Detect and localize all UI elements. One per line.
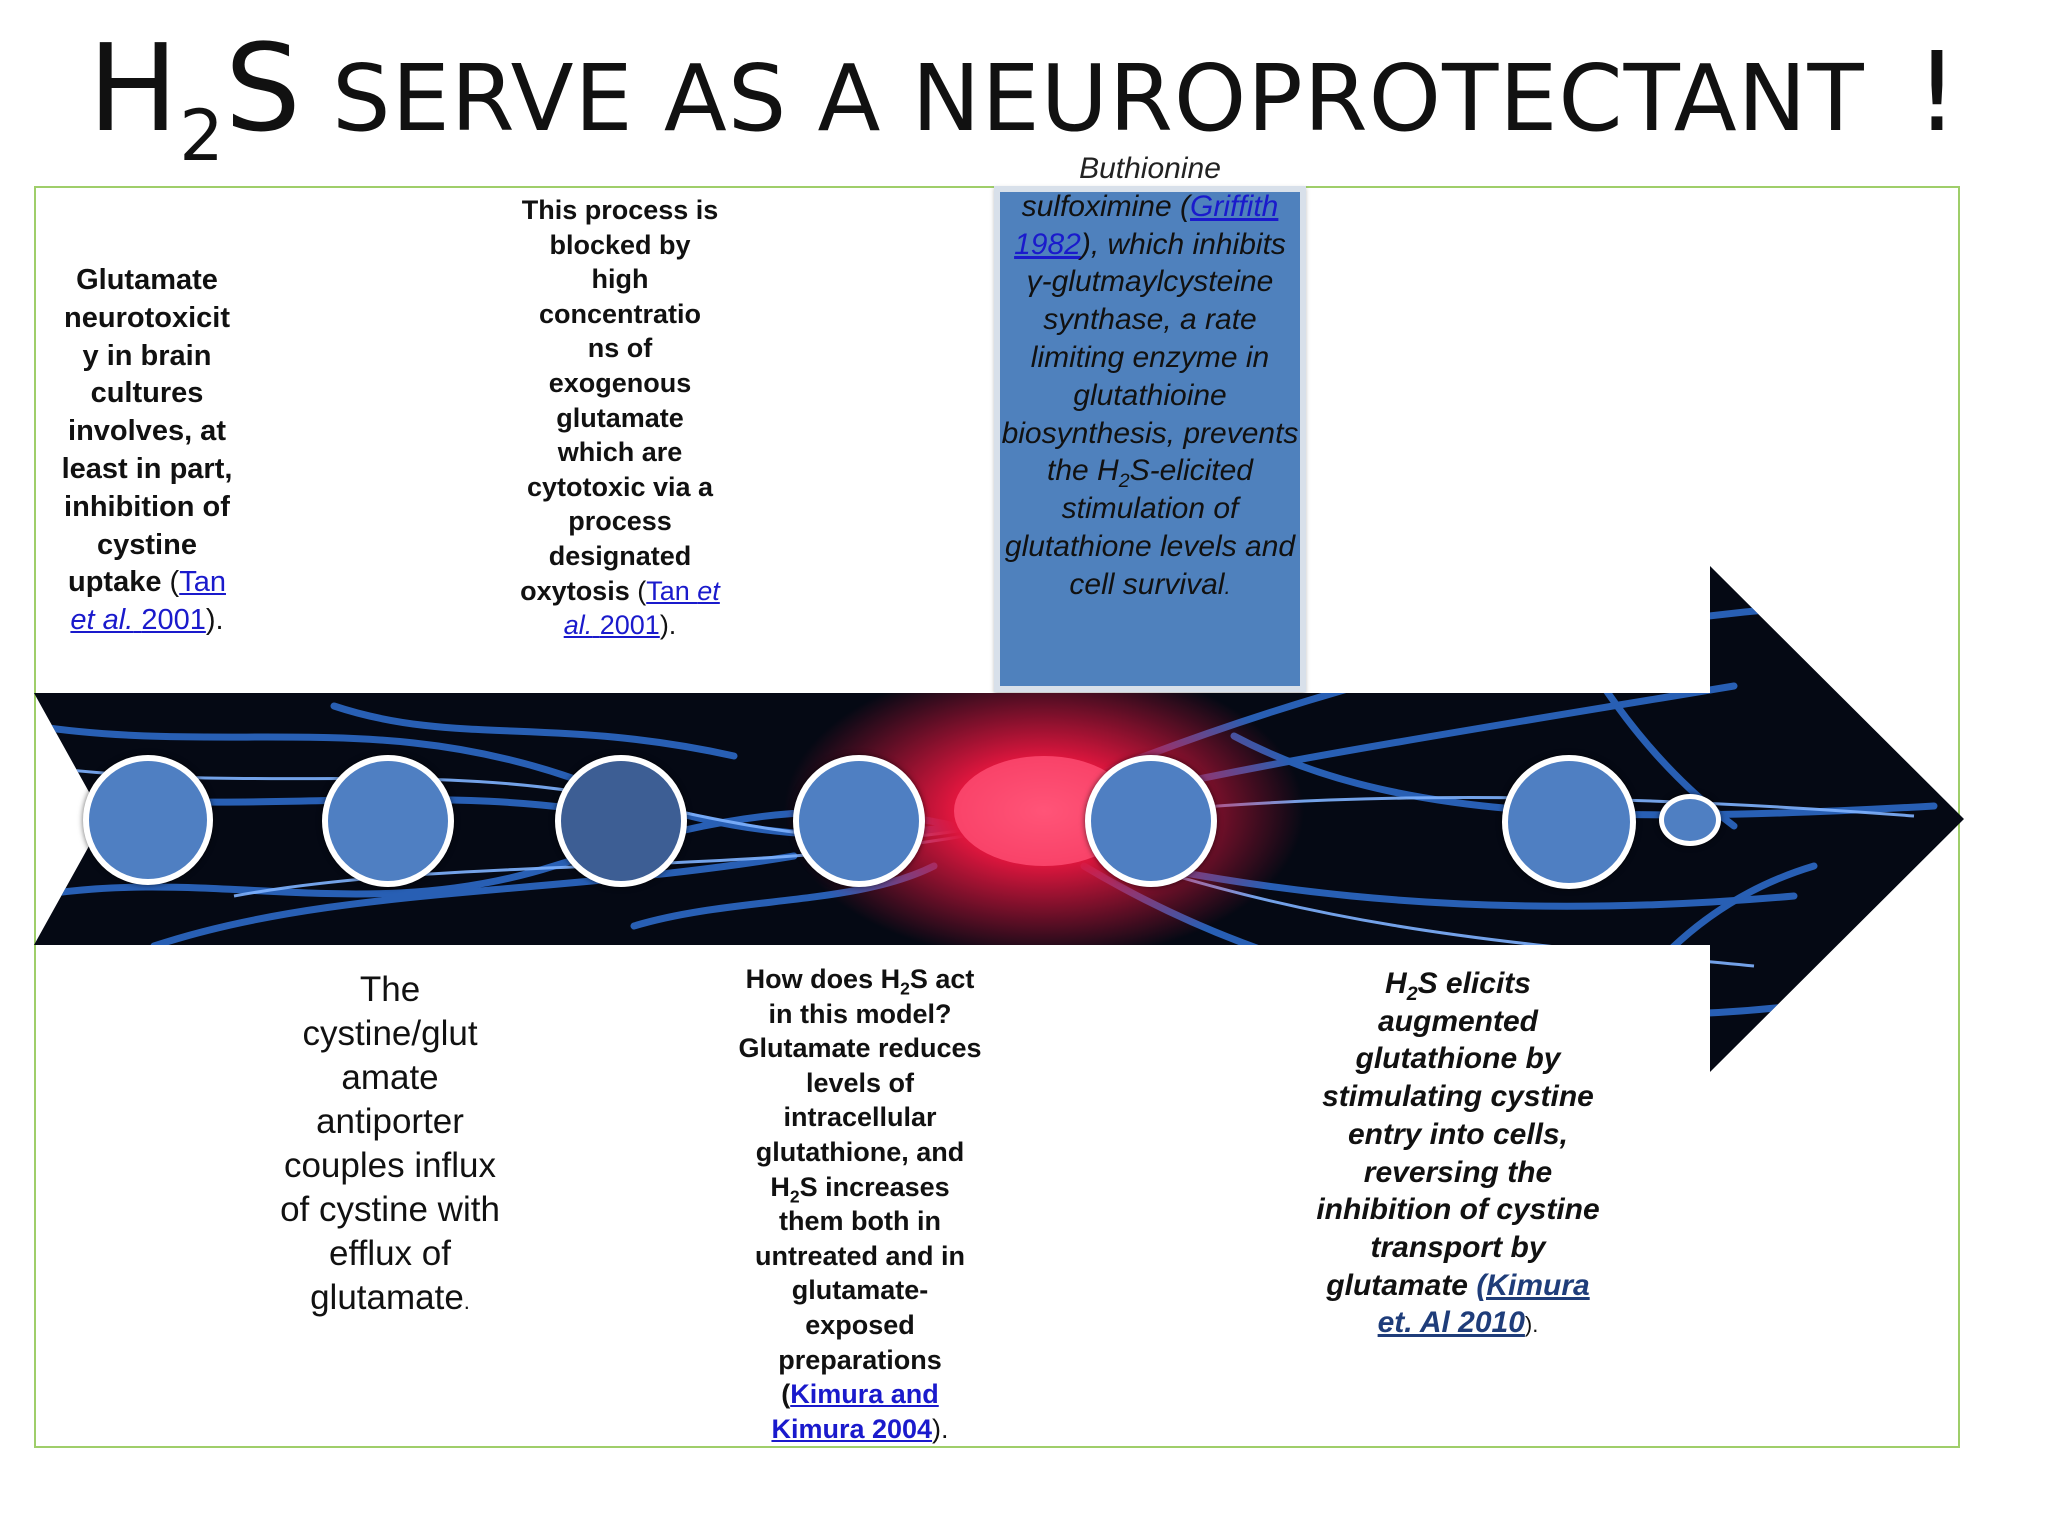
box6-dot: . — [1224, 573, 1231, 599]
box2-close: ). — [659, 610, 677, 641]
text-box-h2s-elicits: H2S elicits augmented glutathione by sti… — [1310, 965, 1606, 1344]
box6-text: ), which inhibits γ-glutmaylcysteine syn… — [1001, 227, 1299, 488]
box2-open: ( — [637, 575, 647, 606]
box1-open: ( — [169, 566, 180, 599]
box1-text: Glutamate neurotoxicit y in brain cultur… — [61, 264, 233, 599]
box1-cite-year: 2001 — [141, 604, 206, 637]
timeline-node-1 — [83, 755, 213, 885]
box2-cite-etal: et al. — [563, 575, 720, 641]
box1-cite-author: Tan — [179, 566, 226, 599]
box1-close: ). — [205, 604, 224, 637]
box6-text-end: S-elicited stimulation of glutathione le… — [1004, 454, 1296, 601]
box6-citation-link[interactable]: Griffith 1982 — [1014, 189, 1279, 261]
title-text: SERVE AS A NEUROPROTECTANT — [301, 45, 1895, 152]
box5-close: ). — [1524, 1312, 1539, 1338]
box4-open: ( — [781, 1379, 791, 1410]
box1-citation-link[interactable]: Tan et al. 2001 — [70, 566, 226, 636]
title-exclamation: ! — [1914, 28, 1961, 156]
highlight-box — [994, 186, 1306, 692]
box5-sub: 2 — [1406, 983, 1418, 1005]
box5-citation-link[interactable]: (Kimura et. Al 2010 — [1377, 1268, 1590, 1340]
box2-cite-author: Tan — [646, 575, 698, 606]
slide-title: H2S SERVE AS A NEUROPROTECTANT ! — [0, 28, 2048, 172]
box5-text: S elicits augmented glutathione by stimu… — [1316, 967, 1600, 1302]
box4-q2: S act in this model? Glutamate reduces l… — [738, 964, 982, 1202]
text-box-buthionine: Buthionine sulfoximine (Griffith 1982), … — [1000, 150, 1300, 606]
timeline-node-6 — [1502, 755, 1636, 889]
title-h: H — [87, 20, 180, 159]
timeline-node-2 — [322, 755, 454, 887]
box2-cite-year: 2001 — [599, 610, 660, 641]
box4-sub1: 2 — [900, 978, 910, 999]
box6-first-line: Buthionine — [1079, 152, 1221, 185]
box6-second-line: sulfoximine — [1021, 189, 1172, 223]
box3-text: The cystine/glut amate antiporter couple… — [280, 970, 500, 1317]
box6-open: ( — [1180, 189, 1191, 223]
title-subscript: 2 — [179, 95, 225, 177]
box4-q3: S increases them both in untreated and i… — [754, 1171, 965, 1375]
text-box-how-does-h2s-act: How does H2S act in this model? Glutamat… — [738, 962, 982, 1446]
timeline-node-3 — [555, 755, 687, 887]
box4-sub2: 2 — [789, 1185, 800, 1206]
box1-cite-etal: et al. — [70, 604, 134, 637]
box6-sub: 2 — [1118, 470, 1130, 493]
box5-h: H — [1385, 967, 1407, 1000]
timeline-node-4 — [793, 755, 925, 887]
box4-close: ). — [932, 1413, 949, 1444]
title-s: S — [224, 20, 302, 159]
box2-text: This process is blocked by high concentr… — [520, 195, 719, 606]
box4-q1: How does H — [745, 964, 901, 994]
box4-citation-link[interactable]: Kimura and Kimura 2004 — [771, 1379, 939, 1444]
text-box-antiporter: The cystine/glut amate antiporter couple… — [268, 968, 512, 1324]
box2-citation-link[interactable]: Tan et al. 2001 — [564, 576, 720, 641]
text-box-glutamate-neurotoxicity: Glutamate neurotoxicit y in brain cultur… — [56, 262, 238, 640]
text-box-process-blocked: This process is blocked by high concentr… — [520, 193, 720, 643]
box3-dot: . — [463, 1289, 470, 1314]
timeline-node-small — [1659, 794, 1721, 846]
timeline-node-5 — [1085, 755, 1217, 887]
